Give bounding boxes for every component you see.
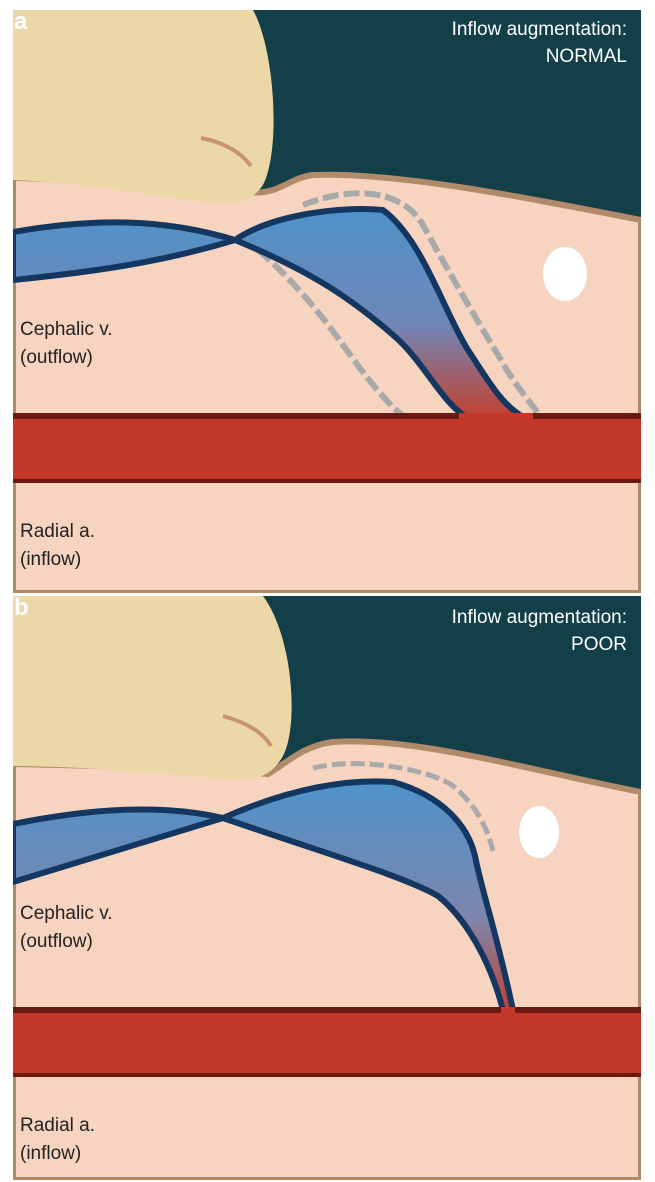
artery-label-line1: Radial a.	[20, 1114, 95, 1138]
panel-letter: a	[14, 10, 27, 36]
panel-letter: b	[14, 596, 29, 622]
vein-label-line2: (outflow)	[20, 930, 93, 954]
panel-a-illustration	[13, 10, 641, 593]
artery-label-line2: (inflow)	[20, 1142, 81, 1166]
panel-b-poor: b Inflow augmentation: POOR Cephalic v. …	[13, 596, 641, 1180]
panel-title-line2: NORMAL	[546, 45, 627, 69]
artery-label-line1: Radial a.	[20, 520, 95, 544]
white-marker-dot	[543, 247, 587, 301]
radial-artery	[13, 1007, 641, 1077]
panel-a-normal: a Inflow augmentation: NORMAL Cephalic v…	[13, 10, 641, 593]
panel-b-illustration	[13, 596, 641, 1180]
finger	[13, 10, 274, 203]
radial-artery	[13, 413, 641, 483]
vein-label-line2: (outflow)	[20, 346, 93, 370]
panel-title-line1: Inflow augmentation:	[452, 606, 627, 630]
panel-title-line1: Inflow augmentation:	[452, 18, 627, 42]
panel-title-line2: POOR	[571, 633, 627, 657]
artery-label-line2: (inflow)	[20, 548, 81, 572]
finger	[13, 596, 292, 780]
vein-label-line1: Cephalic v.	[20, 318, 113, 342]
white-marker-dot	[519, 806, 559, 858]
vein-label-line1: Cephalic v.	[20, 902, 113, 926]
